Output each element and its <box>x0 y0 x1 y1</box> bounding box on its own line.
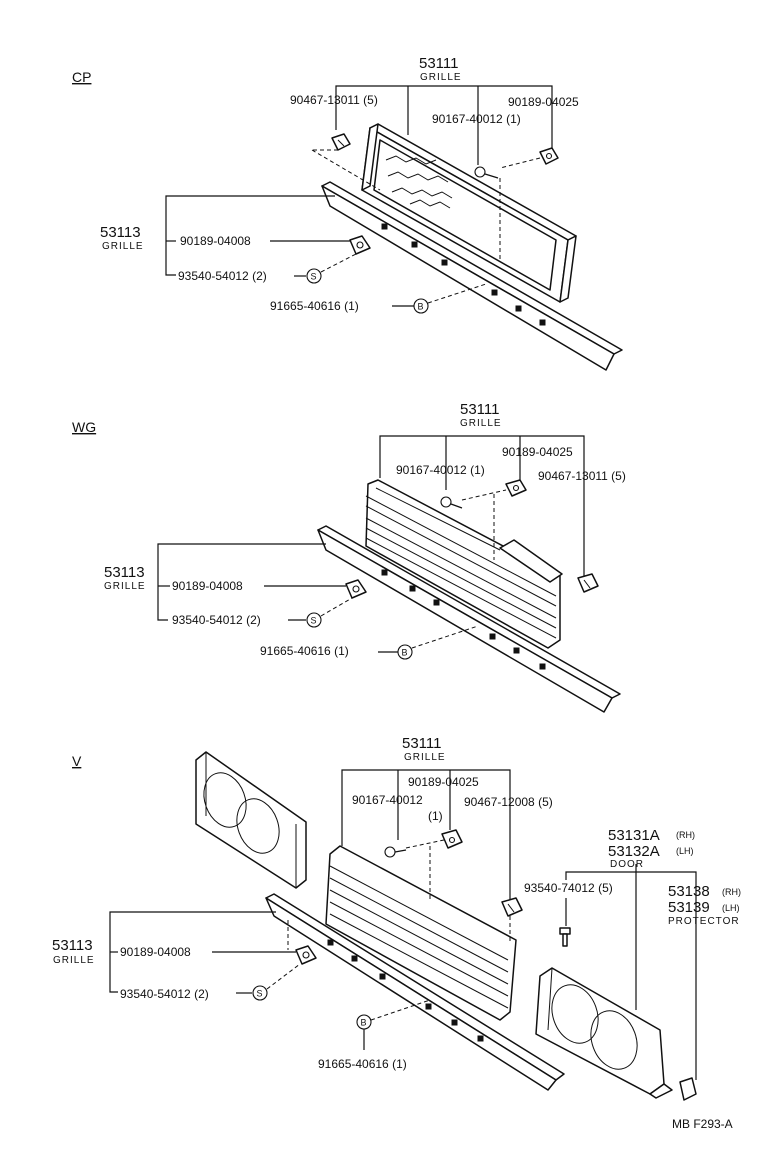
svg-text:S: S <box>257 989 263 999</box>
grille-lower-wg <box>317 525 621 713</box>
side-label-rh-protector: (RH) <box>722 887 741 897</box>
part-name-grille-upper-wg: GRILLE <box>460 418 502 429</box>
part-label-90189-04025-wg: 90189-04025 <box>502 445 573 459</box>
part-number-53111-cp: 53111 <box>419 55 459 72</box>
section-v: V 53111 GRILLE 90189-04025 90167-40012 (… <box>52 735 741 1131</box>
part-label-91665-40616-cp: 91665-40616 (1) <box>270 299 359 313</box>
symbol-s-marker <box>306 268 322 284</box>
side-label-lh-door: (LH) <box>676 846 694 856</box>
grille-lower-cp <box>321 181 623 371</box>
part-name-grille-upper-v: GRILLE <box>404 752 446 763</box>
part-name-door: DOOR <box>610 859 644 870</box>
section-code-v: V <box>72 753 82 769</box>
svg-text:S: S <box>311 272 317 282</box>
diagram-reference-code: MB F293-A <box>672 1117 733 1131</box>
nut-icon <box>505 479 527 497</box>
part-label-91665-40616-wg: 91665-40616 (1) <box>260 644 349 658</box>
grille-upper-cp <box>361 123 577 303</box>
part-name-grille-lower-cp: GRILLE <box>102 241 144 252</box>
svg-text:B: B <box>361 1018 367 1028</box>
part-number-53138: 53138 <box>668 883 710 900</box>
part-label-90189-04025-cp: 90189-04025 <box>508 95 579 109</box>
side-label-lh-protector: (LH) <box>722 903 740 913</box>
svg-text:B: B <box>418 302 424 312</box>
screw-icon <box>474 166 499 179</box>
clip-icon <box>345 579 367 599</box>
side-label-rh-door: (RH) <box>676 830 695 840</box>
part-label-93540-54012-wg: 93540-54012 (2) <box>172 613 261 627</box>
part-label-93540-54012-v: 93540-54012 (2) <box>120 987 209 1001</box>
part-label-90167-40012-wg: 90167-40012 (1) <box>396 463 485 477</box>
section-code-wg: WG <box>72 419 96 435</box>
symbol-b-marker <box>397 644 413 660</box>
part-label-93540-74012: 93540-74012 (5) <box>524 881 613 895</box>
svg-text:B: B <box>402 648 408 658</box>
symbol-b-marker <box>413 298 429 314</box>
clip-icon <box>501 897 523 917</box>
bolt-icon <box>559 927 571 947</box>
screw-icon <box>440 496 463 509</box>
clip-icon <box>331 133 351 151</box>
part-label-90189-04008-v: 90189-04008 <box>120 945 191 959</box>
clip-icon <box>349 235 371 255</box>
part-label-90167-40012-cp: 90167-40012 (1) <box>432 112 521 126</box>
section-wg: WG 53111 GRILLE 90189-04025 90167-40012 … <box>72 401 626 713</box>
part-number-53111-v: 53111 <box>402 735 442 752</box>
part-label-91665-40616-v: 91665-40616 (1) <box>318 1057 407 1071</box>
part-label-90467-13011-cp: 90467-13011 (5) <box>290 93 378 107</box>
symbol-s-marker <box>252 985 268 1001</box>
part-name-protector: PROTECTOR <box>668 916 740 927</box>
part-label-90467-12008-v: 90467-12008 (5) <box>464 795 553 809</box>
part-number-53111-wg: 53111 <box>460 401 500 418</box>
protector-icon <box>679 1077 697 1101</box>
clip-icon <box>577 573 599 593</box>
section-cp: CP 53111 GRILLE 90467-13011 (5) 90189-04… <box>72 55 623 371</box>
symbol-s-marker <box>306 612 322 628</box>
part-label-90189-04008-cp: 90189-04008 <box>180 234 251 248</box>
leader-bracket-cp <box>335 85 553 148</box>
part-label-90189-04008-wg: 90189-04008 <box>172 579 243 593</box>
part-number-53113-cp: 53113 <box>100 224 141 241</box>
part-label-93540-54012-cp: 93540-54012 (2) <box>178 269 267 283</box>
headlight-door-lower <box>535 967 673 1099</box>
part-number-53139: 53139 <box>668 899 710 916</box>
grille-lower-v <box>265 893 565 1091</box>
grille-upper-wg <box>365 479 563 649</box>
part-name-grille-upper-cp: GRILLE <box>420 72 462 83</box>
svg-text:S: S <box>311 616 317 626</box>
clip-icon <box>295 945 317 965</box>
part-number-53132a: 53132A <box>608 843 660 860</box>
section-code-cp: CP <box>72 69 91 85</box>
part-name-grille-lower-wg: GRILLE <box>104 581 146 592</box>
part-label-90189-04025-v: 90189-04025 <box>408 775 479 789</box>
nut-icon <box>539 147 559 165</box>
part-label-90167-40012-v: 90167-40012 <box>352 793 423 807</box>
part-number-53113-wg: 53113 <box>104 564 145 581</box>
part-label-qty-1-v: (1) <box>428 809 443 823</box>
grille-upper-v <box>325 845 517 1021</box>
nut-icon <box>441 829 463 849</box>
screw-icon <box>384 846 407 858</box>
headlight-door-upper <box>195 751 307 889</box>
part-name-grille-lower-v: GRILLE <box>53 955 95 966</box>
part-number-53113-v: 53113 <box>52 937 93 954</box>
part-label-90467-13011-wg: 90467-13011 (5) <box>538 469 626 483</box>
part-number-53131a: 53131A <box>608 827 660 844</box>
